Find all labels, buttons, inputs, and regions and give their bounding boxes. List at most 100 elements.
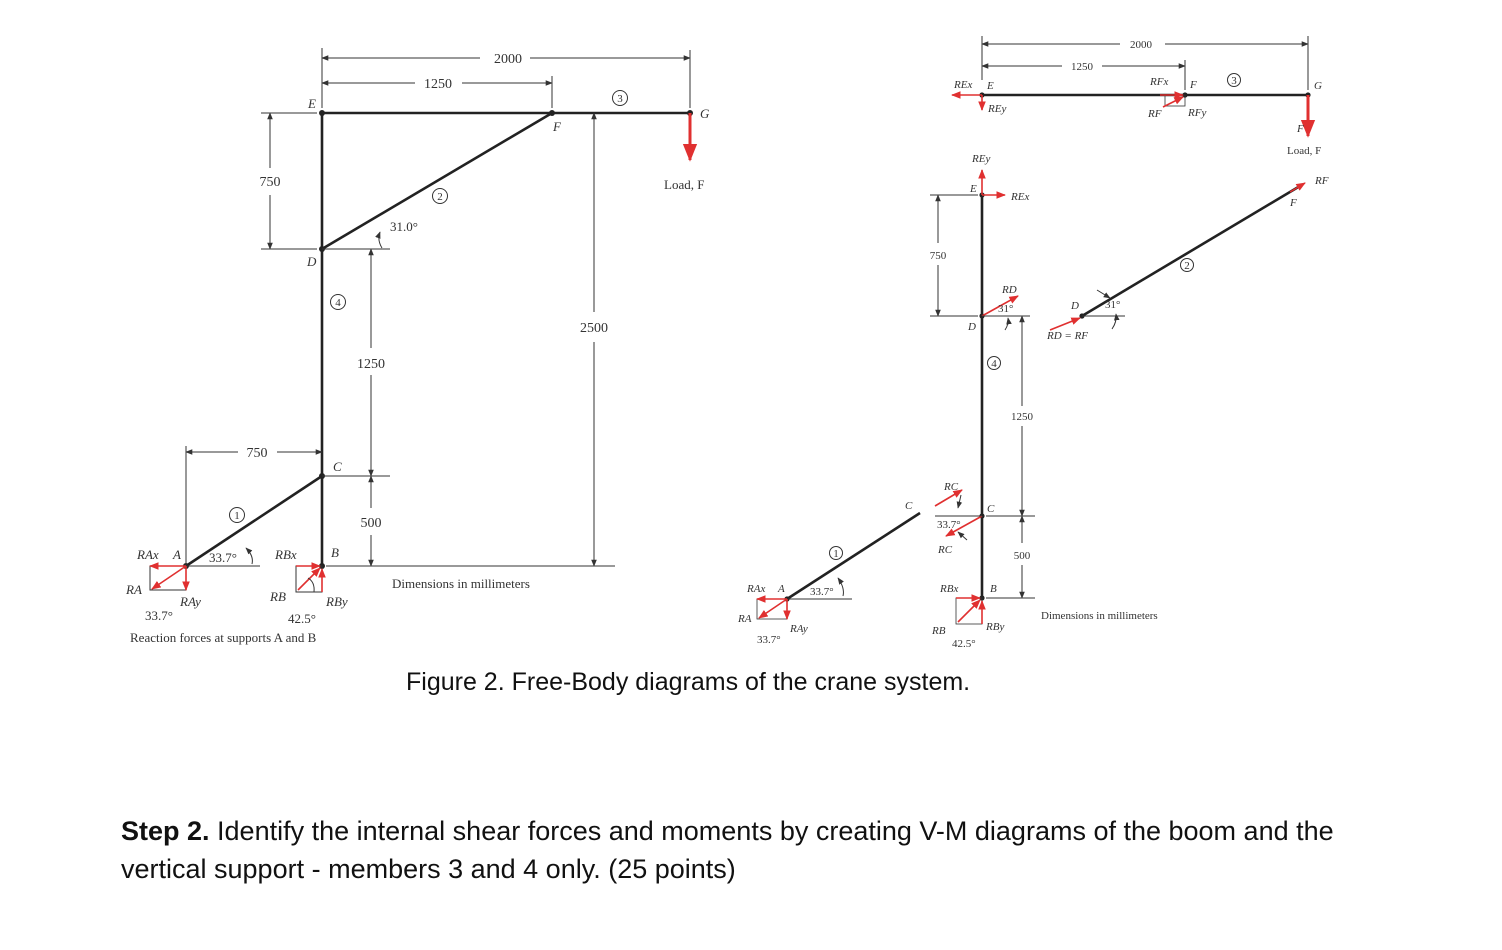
label-angle-b-425: 42.5°	[288, 611, 316, 626]
member-number-2-right: 2	[1180, 258, 1194, 272]
label-rb: RB	[269, 589, 286, 604]
label-rey-top: REy	[987, 103, 1006, 115]
svg-text:1250: 1250	[1011, 411, 1034, 423]
label-rax-right: RAx	[746, 583, 765, 595]
svg-text:2: 2	[437, 191, 443, 203]
label-g: G	[700, 106, 710, 121]
svg-text:2000: 2000	[494, 52, 522, 67]
member-2-strut	[321, 111, 553, 251]
member-number-4: 4	[330, 294, 346, 310]
step-label: Step 2.	[121, 816, 210, 846]
step-description: Identify the internal shear forces and m…	[121, 816, 1334, 884]
svg-text:Load, F: Load, F	[664, 177, 704, 192]
label-angle-31-strut: 31°	[1105, 299, 1120, 311]
svg-text:500: 500	[361, 516, 382, 531]
svg-text:1250: 1250	[424, 77, 452, 92]
label-a: A	[172, 547, 181, 562]
svg-text:1250: 1250	[1071, 61, 1094, 73]
label-rd-equals-rf: RD = RF	[1046, 330, 1088, 342]
label-rc-2: RC	[937, 544, 953, 556]
member-2-strut-fbd	[1081, 184, 1301, 318]
strut-force-rf: RF F	[1289, 175, 1329, 209]
label-b: B	[331, 545, 339, 560]
label-rfx: RFx	[1149, 76, 1168, 88]
member-number-3-right: 3	[1227, 73, 1241, 87]
dimension-1250-horizontal: 1250	[321, 76, 553, 108]
label-d: D	[306, 254, 317, 269]
label-rax: RAx	[136, 547, 159, 562]
vertical-forces-at-b: RBx RB RBy 42.5°	[931, 583, 1004, 650]
svg-text:4: 4	[335, 297, 341, 309]
label-ray: RAy	[179, 594, 201, 609]
svg-text:750: 750	[260, 175, 281, 190]
label-f: F	[552, 119, 562, 134]
figure-caption: Figure 2. Free-Body diagrams of the cran…	[406, 668, 970, 696]
label-a-right: A	[777, 583, 785, 595]
reaction-a-forces: RAx RA RAy 33.7°	[125, 547, 201, 623]
label-e: E	[307, 96, 316, 111]
dims-note-left: Dimensions in millimeters	[392, 576, 530, 591]
label-angle-a-337: 33.7°	[145, 608, 173, 623]
angle-31-marker: 31.0°	[375, 219, 418, 249]
label-e-top: E	[986, 80, 994, 92]
member-number-2: 2	[432, 188, 448, 204]
dimension-750-horizontal: 750	[185, 446, 323, 566]
svg-text:750: 750	[247, 446, 268, 461]
svg-text:750: 750	[930, 250, 947, 262]
label-rf-strut: RF	[1314, 175, 1329, 187]
dimension-1250-vertical: 1250	[322, 248, 390, 477]
brace-force-at-c	[934, 489, 963, 507]
member-1-brace	[185, 474, 323, 568]
svg-text:4: 4	[991, 358, 997, 370]
label-rfy: RFy	[1187, 107, 1206, 119]
angle-33-7-marker: 33.7°	[186, 547, 260, 567]
label-ra: RA	[125, 582, 142, 597]
brace-angle-marker: 33.7°	[787, 577, 852, 600]
vertical-forces-at-e: REy REx	[971, 153, 1029, 203]
label-load-right: Load, F	[1287, 145, 1321, 157]
label-c-vertical: C	[987, 503, 995, 515]
label-c-brace: C	[905, 500, 913, 512]
svg-text:2500: 2500	[580, 321, 608, 336]
boom-forces-at-f: RFx RF RFy	[1147, 76, 1206, 120]
label-rf-top: RF	[1147, 108, 1162, 120]
label-d-vertical: D	[967, 321, 976, 333]
label-c: C	[333, 459, 342, 474]
svg-text:2: 2	[1184, 260, 1190, 272]
dimension-2000: 2000	[321, 48, 691, 108]
dimension-2000-right: 2000	[981, 36, 1309, 90]
label-ray-right: RAy	[789, 623, 808, 635]
label-angle-31-d: 31°	[998, 303, 1013, 315]
label-ra-right: RA	[737, 613, 752, 625]
brace-forces-at-a: RAx A RA RAy 33.7°	[737, 583, 808, 646]
member-1-brace-fbd	[786, 511, 921, 601]
dimension-750-vertical: 750	[260, 112, 317, 250]
label-rex-top: REx	[953, 79, 972, 91]
load-arrow-g-right: F Load, F	[1287, 95, 1321, 157]
label-angle-425-right: 42.5°	[952, 638, 976, 650]
label-rbx: RBx	[274, 547, 297, 562]
step-2-instructions: Step 2. Identify the internal shear forc…	[121, 812, 1421, 888]
label-d-strut: D	[1070, 300, 1079, 312]
svg-text:33.7°: 33.7°	[209, 550, 237, 565]
dimension-500: 500	[361, 475, 382, 567]
label-rc: RC	[943, 481, 959, 493]
svg-text:1: 1	[833, 548, 839, 560]
vertical-force-at-c: RC 33.7° RC	[935, 481, 983, 556]
right-crane-diagram: E F G 3 2000 1250 REx REy	[737, 36, 1329, 650]
member-number-3: 3	[612, 90, 628, 106]
label-rey: REy	[971, 153, 990, 165]
label-rby-right: RBy	[985, 621, 1004, 633]
label-f-load: F	[1296, 123, 1304, 135]
label-b-vertical: B	[990, 583, 997, 595]
dimension-1250-vertical-right: 1250	[986, 315, 1035, 517]
svg-text:1: 1	[234, 510, 240, 522]
label-g-right: G	[1314, 80, 1322, 92]
dims-note-right: Dimensions in millimeters	[1041, 610, 1158, 622]
reaction-note: Reaction forces at supports A and B	[130, 630, 317, 645]
dimension-1250-right: 1250	[981, 60, 1186, 90]
label-e-vertical: E	[969, 183, 977, 195]
svg-text:1250: 1250	[357, 357, 385, 372]
label-rbx-right: RBx	[939, 583, 958, 595]
